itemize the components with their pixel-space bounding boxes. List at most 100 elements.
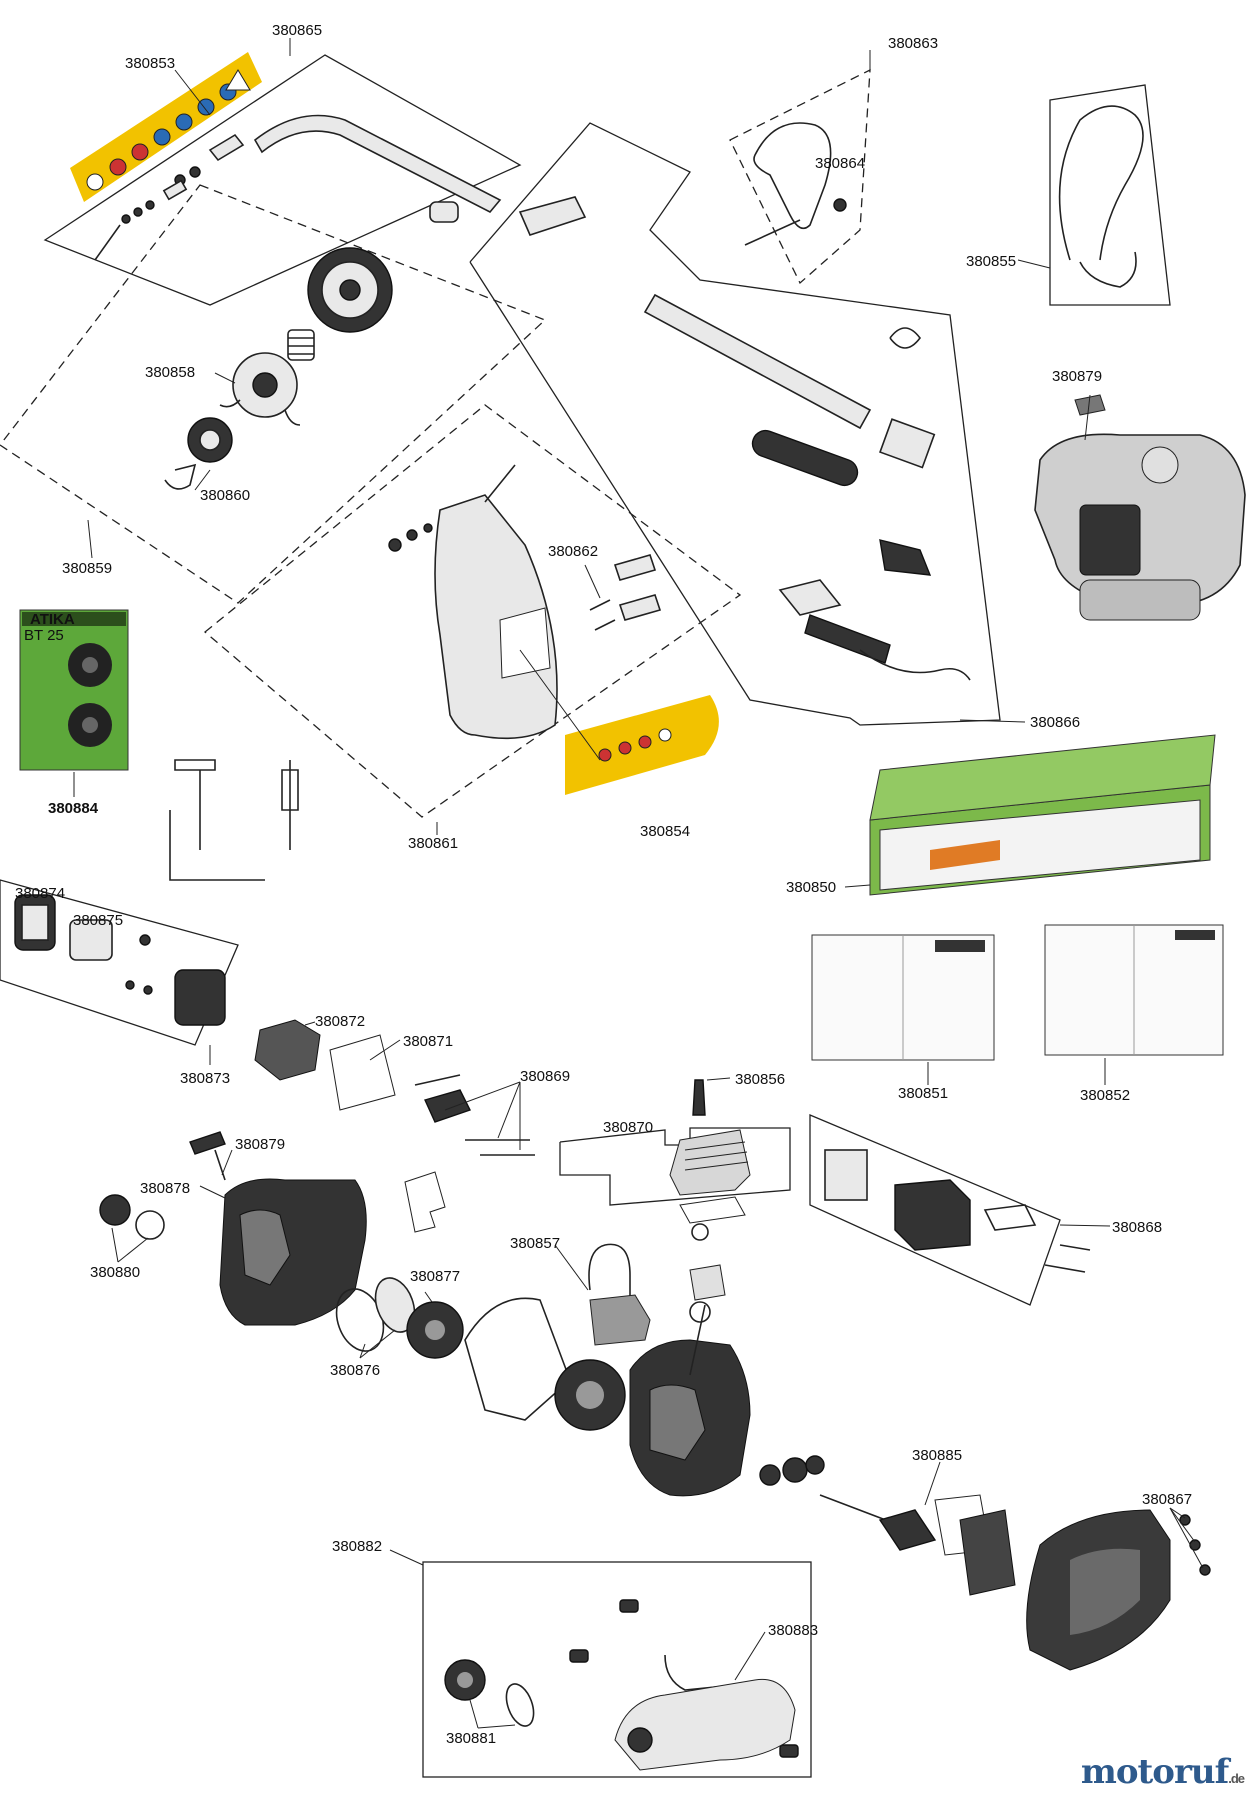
label-380885: 380885: [912, 1447, 962, 1464]
label-380876: 380876: [330, 1362, 380, 1379]
label-380857: 380857: [510, 1235, 560, 1252]
rubber-grip: [751, 429, 859, 487]
carburetor: [254, 1019, 321, 1081]
spark-plug: [692, 1079, 706, 1116]
fan-group: 380877 380876: [330, 1268, 464, 1379]
drive-shaft: [253, 114, 502, 214]
hex-key: [169, 810, 265, 881]
fuel-tank-group: 380882 380883 380881: [332, 1538, 818, 1778]
label-380852: 380852: [1080, 1087, 1130, 1104]
connecting-rod: [689, 1304, 706, 1376]
muffler-group: 380868: [809, 1114, 1162, 1306]
label-380875: 380875: [73, 912, 123, 929]
intake-manifold: [424, 1089, 471, 1123]
label-380879-starter: 380879: [235, 1136, 285, 1153]
spool-380858: [219, 352, 301, 426]
guard-group: 380862 380861: [203, 404, 742, 852]
label-380882: 380882: [332, 1538, 382, 1555]
label-380872: 380872: [315, 1013, 365, 1030]
loop-handle-group: 380863 380864: [729, 35, 938, 285]
air-filter-cover: [174, 969, 226, 1026]
fuel-line: [588, 1243, 631, 1335]
intake-group: 380869: [414, 1068, 570, 1156]
tube-sleeve: [879, 418, 936, 469]
clutch-housing-group: 380885: [819, 1447, 1016, 1596]
piston: [689, 1264, 726, 1301]
label-380883: 380883: [768, 1622, 818, 1639]
label-380880: 380880: [90, 1264, 140, 1281]
gasket: [329, 1034, 396, 1111]
cylinder-gasket: [679, 1196, 746, 1224]
air-filter-group: 380874 380875 380873: [0, 879, 239, 1087]
guard-blade-380862: [589, 554, 662, 631]
crankcase-group: 380857: [464, 1235, 825, 1497]
tube-clamp: [518, 196, 587, 236]
warning-decal-group: 380853: [70, 52, 262, 202]
cylinder: [669, 1129, 751, 1196]
label-380864: 380864: [815, 155, 865, 172]
label-380853: 380853: [125, 55, 175, 72]
label-380863: 380863: [888, 35, 938, 52]
shoulder-strap: [1058, 105, 1144, 261]
shoulder-strap-group: 380855: [966, 84, 1171, 306]
cylinder-group: 380856 380870: [559, 1071, 791, 1241]
carburetor-group: 380872 380871: [254, 1013, 453, 1111]
label-380850: 380850: [786, 879, 836, 896]
starter-housing: [219, 1178, 367, 1326]
clutch-housing: [959, 1509, 1016, 1596]
starter-pulley: [99, 1194, 131, 1226]
label-380860: 380860: [200, 487, 250, 504]
spool-pack-group: ATIKA BT 25 380884: [19, 609, 129, 817]
retail-box-group: 380850: [786, 734, 1216, 896]
main-tube: [643, 293, 872, 430]
label-380855: 380855: [966, 253, 1016, 270]
engine-photo-group: 380879: [1034, 368, 1246, 621]
label-380858: 380858: [145, 364, 195, 381]
spool-cover: [307, 247, 393, 333]
throttle-handle: [778, 539, 971, 681]
label-380862: 380862: [548, 543, 598, 560]
fuel-cap-seal: [505, 1683, 535, 1727]
clip: [889, 327, 922, 349]
label-380868: 380868: [1112, 1219, 1162, 1236]
spring: [287, 329, 315, 361]
label-380871: 380871: [403, 1033, 453, 1050]
starter-group: 380879 380878 380880: [90, 1131, 367, 1326]
gasket-shape: [404, 1171, 446, 1233]
label-380877: 380877: [410, 1268, 460, 1285]
loop-handle: [753, 122, 832, 230]
heat-shield: [824, 1149, 868, 1201]
muffler: [894, 1179, 971, 1251]
label-380879-top: 380879: [1052, 368, 1102, 385]
guard-decal-symbols: [598, 728, 672, 762]
label-380870: 380870: [603, 1119, 653, 1136]
fuel-line-primer: [664, 1654, 736, 1691]
starter-handle: [189, 1131, 226, 1155]
label-380878: 380878: [140, 1180, 190, 1197]
spool-pack-card: [19, 609, 129, 771]
label-380865: 380865: [272, 22, 322, 39]
label-380856: 380856: [735, 1071, 785, 1088]
ignition-coil: [589, 1294, 651, 1346]
shaft-group: 380865: [43, 22, 522, 306]
watermark-name: motoruf: [1080, 1752, 1229, 1792]
air-filter-element: [69, 919, 113, 961]
label-380881: 380881: [446, 1730, 496, 1747]
screwdriver: [281, 760, 299, 850]
label-380859: 380859: [62, 560, 112, 577]
spool-head-group: 380858 380860 380859: [0, 184, 547, 604]
shaft-coupler: [208, 133, 245, 162]
label-380874: 380874: [15, 885, 65, 902]
manuals-group: 380851 380852: [811, 924, 1224, 1104]
spool-pack-model: BT 25: [24, 627, 64, 644]
guard-decal-group: 380854: [519, 649, 719, 840]
label-380851: 380851: [898, 1085, 948, 1102]
handle-tube-group: 380866: [469, 122, 1080, 731]
label-380867: 380867: [1142, 1491, 1192, 1508]
spool-pack-brand: ATIKA: [30, 611, 75, 628]
label-380861: 380861: [408, 835, 458, 852]
warning-symbols: [86, 69, 251, 191]
label-380869: 380869: [520, 1068, 570, 1085]
label-380873: 380873: [180, 1070, 230, 1087]
